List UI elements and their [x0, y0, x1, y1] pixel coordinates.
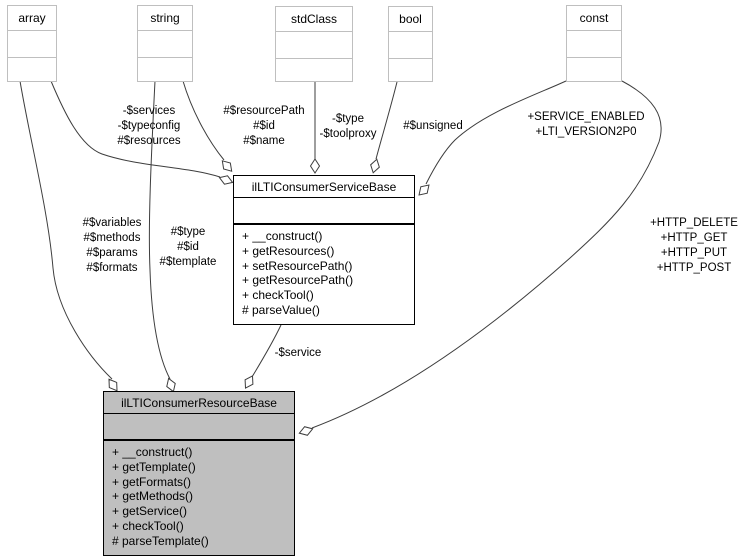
- aggregation-diamond: [218, 175, 234, 185]
- aggregation-diamond: [108, 378, 118, 392]
- class-name: ilLTIConsumerResourceBase: [104, 392, 294, 414]
- type-node-const[interactable]: const: [566, 5, 622, 82]
- aggregation-diamond: [309, 158, 321, 174]
- class-method: + checkTool(): [112, 518, 184, 533]
- class-method: + checkTool(): [242, 288, 314, 303]
- type-node-attrs-compartment: [389, 32, 432, 59]
- type-node-array[interactable]: array: [7, 5, 57, 82]
- class-methods-compartment: + __construct() + getResources() + setRe…: [234, 225, 414, 324]
- edge-const-resourcebase: [311, 80, 662, 429]
- class-attributes-compartment: [234, 198, 414, 225]
- edge-string-servicebase: [182, 80, 225, 161]
- class-method: + getResourcePath(): [242, 273, 354, 288]
- type-node-bool[interactable]: bool: [388, 6, 433, 82]
- edge-array-servicebase: [50, 80, 221, 178]
- aggregation-diamond: [244, 375, 254, 389]
- edge-string-resourcebase: [148, 80, 171, 380]
- class-method: + __construct(): [112, 445, 193, 459]
- type-node-attrs-compartment: [276, 32, 352, 59]
- class-method: + getService(): [112, 504, 188, 519]
- aggregation-diamond: [370, 158, 380, 174]
- class-method: + getFormats(): [112, 474, 192, 489]
- edge-array-resourcebase: [19, 80, 113, 380]
- class-node-illticonsumerservicebase[interactable]: ilLTIConsumerServiceBase + __construct()…: [233, 175, 415, 325]
- aggregation-diamond: [298, 426, 314, 436]
- type-node-methods-compartment: [8, 58, 56, 81]
- class-method: + __construct(): [242, 229, 323, 243]
- class-method: + getMethods(): [112, 489, 194, 504]
- type-node-label: array: [8, 6, 56, 31]
- type-node-string[interactable]: string: [137, 5, 193, 82]
- class-node-illticonsumerresourcebase[interactable]: ilLTIConsumerResourceBase + __construct(…: [103, 391, 295, 556]
- type-node-stdclass[interactable]: stdClass: [275, 6, 353, 82]
- edge-servicebase-resourcebase: [251, 324, 282, 378]
- class-method: # parseValue(): [242, 302, 320, 317]
- type-node-methods-compartment: [389, 59, 432, 81]
- type-node-methods-compartment: [276, 59, 352, 81]
- aggregation-diamond: [221, 160, 233, 172]
- class-method: + setResourcePath(): [242, 258, 353, 273]
- type-node-methods-compartment: [138, 58, 192, 81]
- type-node-label: string: [138, 6, 192, 31]
- edge-const-servicebase: [425, 80, 567, 185]
- class-method: + getTemplate(): [112, 459, 196, 474]
- type-node-methods-compartment: [567, 58, 621, 81]
- type-node-label: stdClass: [276, 7, 352, 32]
- type-node-attrs-compartment: [8, 31, 56, 58]
- aggregation-diamond: [418, 184, 430, 196]
- type-node-label: bool: [389, 7, 432, 32]
- class-method: + getResources(): [242, 243, 335, 258]
- type-node-attrs-compartment: [567, 31, 621, 58]
- type-node-attrs-compartment: [138, 31, 192, 58]
- class-method: # parseTemplate(): [112, 533, 209, 548]
- class-attributes-compartment: [104, 414, 294, 441]
- edge-bool-servicebase: [375, 81, 398, 160]
- class-methods-compartment: + __construct() + getTemplate() + getFor…: [104, 441, 294, 555]
- class-name: ilLTIConsumerServiceBase: [234, 176, 414, 198]
- type-node-label: const: [567, 6, 621, 31]
